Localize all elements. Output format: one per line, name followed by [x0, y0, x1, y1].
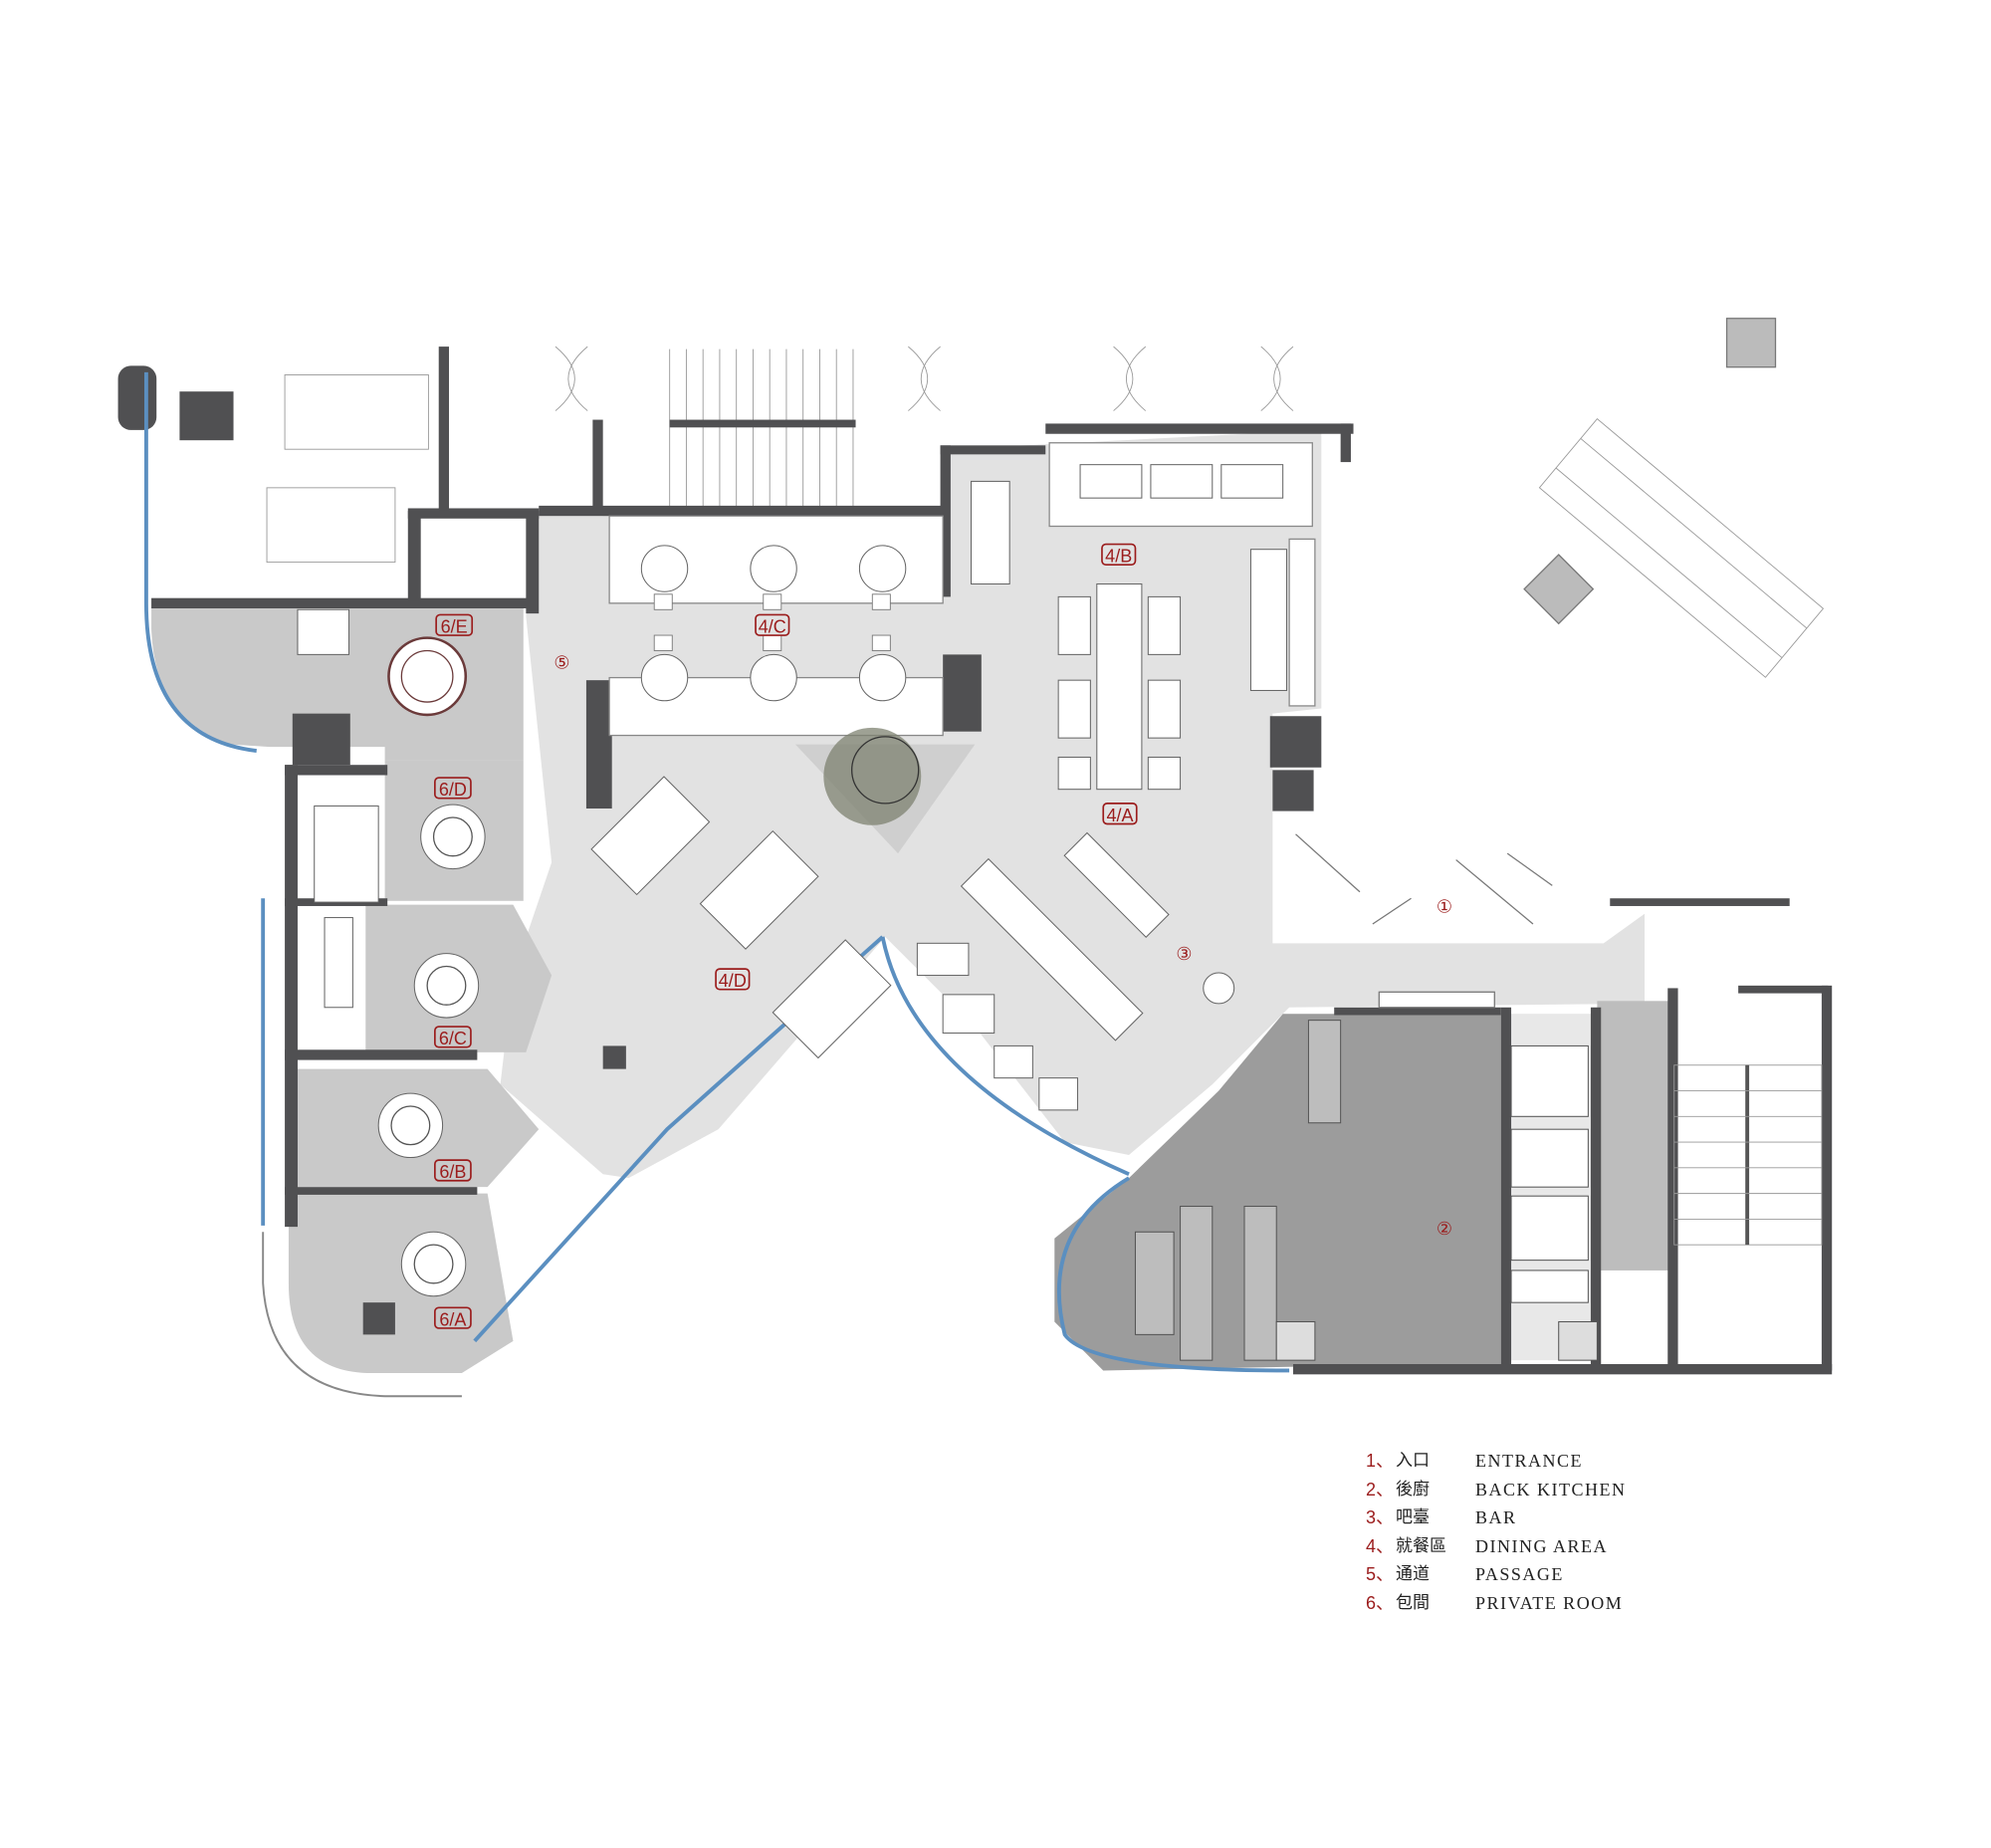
legend-num: 4、 [1366, 1535, 1395, 1556]
column-right [1725, 318, 1777, 368]
legend-num: 1、 [1366, 1451, 1395, 1471]
legend-num: 6、 [1366, 1592, 1395, 1613]
label-kitchen: ② [1437, 1219, 1452, 1239]
walls [117, 346, 1833, 1375]
atrium-tree [794, 727, 976, 854]
label-4c: 4/C [759, 616, 786, 636]
label-passage: ⑤ [553, 653, 569, 673]
legend-num: 5、 [1366, 1564, 1395, 1585]
dining-4ab-tables [971, 442, 1316, 791]
legend-en: DINING AREA [1475, 1535, 1608, 1556]
legend-item: 6、包間 PRIVATE ROOM [1366, 1589, 1627, 1618]
label-entrance: ① [1437, 896, 1452, 916]
legend-en: BACK KITCHEN [1475, 1479, 1627, 1500]
area-labels: ① ② ③ ⑤ 4/A 4/B 4/C 4/D 6/A 6/B 6/C 6/D … [434, 543, 1452, 1329]
column-escalator [1523, 554, 1595, 625]
curved-facade [262, 1232, 462, 1398]
legend-en: ENTRANCE [1475, 1451, 1583, 1471]
kitchen-equipment [1134, 1020, 1598, 1361]
entrance-lobby [1295, 833, 1553, 1009]
legend-en: BAR [1475, 1507, 1517, 1528]
label-4b: 4/B [1105, 547, 1132, 567]
legend-zh: 吧臺 [1396, 1507, 1430, 1528]
legend-item: 1、入口 ENTRANCE [1366, 1447, 1627, 1476]
label-6c: 6/C [439, 1029, 467, 1048]
upper-corridor [266, 346, 1825, 678]
legend-zh: 後廚 [1396, 1479, 1430, 1500]
dining-4c-tables [608, 515, 944, 737]
private-room-tables [297, 608, 486, 1297]
legend-zh: 就餐區 [1396, 1535, 1446, 1556]
staircase-top [669, 348, 854, 508]
label-4a: 4/A [1106, 806, 1133, 825]
legend-zh: 包間 [1396, 1592, 1430, 1613]
bar-counter [960, 831, 1235, 1041]
label-4d: 4/D [719, 971, 747, 991]
dining-4d-tables [590, 776, 892, 1059]
legend-en: PASSAGE [1475, 1564, 1564, 1585]
legend-num: 3、 [1366, 1507, 1395, 1528]
legend-item: 3、吧臺 BAR [1366, 1503, 1627, 1532]
label-6b: 6/B [439, 1162, 466, 1182]
escalator-right [1538, 418, 1825, 678]
legend-zh: 入口 [1396, 1451, 1430, 1471]
legend-zh: 通道 [1396, 1564, 1430, 1585]
legend: 1、入口 ENTRANCE 2、後廚 BACK KITCHEN 3、吧臺 BAR 4、… [1366, 1447, 1627, 1618]
dining-lounge-seats [916, 942, 1078, 1111]
main-floor [500, 429, 1646, 1179]
legend-en: PRIVATE ROOM [1475, 1592, 1624, 1613]
legend-item: 5、通道 PASSAGE [1366, 1560, 1627, 1589]
label-6a: 6/A [439, 1309, 466, 1329]
legend-num: 2、 [1366, 1479, 1395, 1500]
label-6e: 6/E [441, 616, 468, 636]
label-bar: ③ [1176, 944, 1192, 964]
legend-item: 4、就餐區 DINING AREA [1366, 1532, 1627, 1561]
stair-right [1673, 1064, 1823, 1246]
legend-item: 2、後廚 BACK KITCHEN [1366, 1476, 1627, 1504]
label-6d: 6/D [439, 780, 467, 800]
